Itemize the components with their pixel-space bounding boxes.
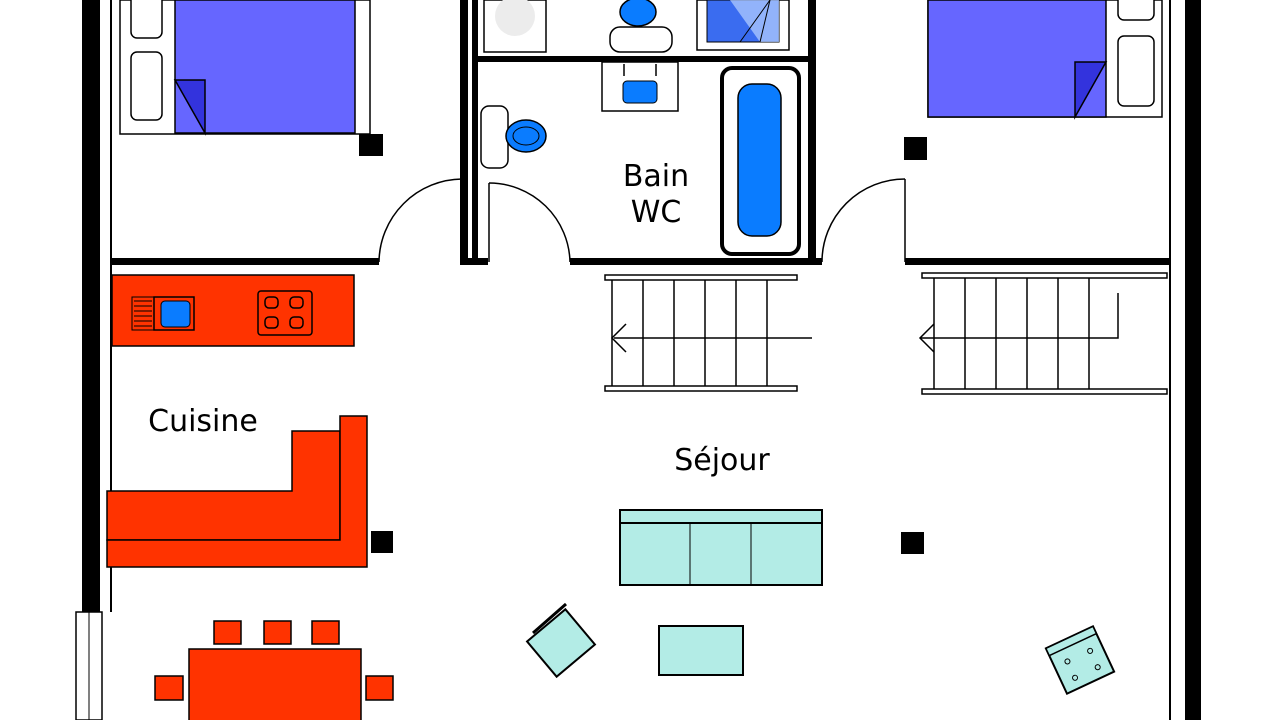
interior-walls (111, 0, 1170, 265)
column-marker-4 (901, 532, 924, 554)
stair-left-top-rail (604, 274, 798, 281)
bedroom2-south-wall (905, 258, 1170, 265)
armchair-right-back (1044, 625, 1098, 657)
cooktop-burner (264, 316, 279, 329)
bedroom1-south-wall (111, 258, 379, 265)
stair-right-arrow-line (921, 293, 1119, 339)
pillow-left-2 (130, 51, 163, 121)
armchair-right-detail (1064, 658, 1071, 665)
dining-chair (213, 620, 242, 645)
kitchen: Cuisine (106, 274, 393, 568)
bath-west-wall-inner (472, 0, 478, 265)
pillow-right-1 (1117, 0, 1155, 21)
bath-west-wall (460, 0, 468, 265)
armchair-right (1044, 625, 1116, 695)
sink-basin (622, 80, 658, 104)
cooktop-burner (264, 296, 279, 309)
shower-line-1 (739, 0, 771, 43)
living-label: Séjour (674, 443, 770, 478)
kitchen-sink-drainer (131, 296, 155, 331)
toilet-bowl-inner (512, 126, 540, 146)
living-room: Séjour (525, 443, 1116, 695)
bath-label-line2: WC (631, 195, 682, 230)
bath-east-wall (808, 0, 816, 265)
kitchen-island-front (106, 415, 368, 568)
cooktop-burner (289, 316, 304, 329)
dining-chair (154, 675, 184, 701)
shower-line-2 (759, 0, 771, 43)
kitchen-island-back (106, 430, 341, 541)
column-marker-1 (359, 134, 383, 156)
armchair-right-detail (1094, 664, 1101, 671)
bath-label-line1: Bain (623, 159, 689, 194)
dining-chair (263, 620, 292, 645)
bedroom-right (821, 0, 1163, 263)
door-swing-bedroom-right (821, 178, 906, 263)
toilet-upper-tank (609, 26, 673, 53)
armchair-right-detail (1072, 674, 1079, 681)
toilet-upper-bowl (619, 0, 657, 27)
bathroom: Bain WC (480, 0, 801, 263)
cooktop-burner (289, 296, 304, 309)
bath-south-wall-a (462, 258, 488, 265)
bathtub-inner (737, 83, 782, 237)
coffee-table (658, 625, 744, 676)
dining-table (188, 648, 362, 720)
sofa (619, 509, 823, 586)
column-marker-2 (904, 137, 927, 160)
duvet-fold-left (173, 79, 206, 136)
stair-left-bottom-rail (604, 385, 798, 392)
left-outer-wall (82, 0, 100, 612)
duvet-fold-right (1074, 61, 1108, 120)
door-swing-bedroom-left (378, 178, 463, 263)
dining-chair (365, 675, 394, 701)
bath-south-wall-b (570, 258, 822, 265)
stair-right-bottom-rail (921, 388, 1168, 395)
stair-left-arrow-head (610, 323, 627, 353)
door-swing-bathroom (488, 182, 571, 263)
armchair-left-back (532, 602, 567, 635)
stair-right-arrow-head (918, 323, 935, 353)
washing-machine-drum (495, 0, 535, 36)
pillow-right-2 (1117, 35, 1155, 107)
toilet-tank (480, 105, 509, 169)
bath-north-partition (478, 56, 808, 62)
armchair-left (525, 607, 597, 679)
staircase-right (918, 272, 1168, 395)
stair-right-top-rail (921, 272, 1168, 279)
bedroom-left (119, 0, 463, 263)
right-outer-wall (1185, 0, 1201, 720)
kitchen-label: Cuisine (148, 404, 258, 439)
exterior-walls (75, 0, 1201, 720)
pillow-left-1 (130, 0, 163, 39)
staircase-left (604, 274, 812, 392)
armchair-right-detail (1087, 647, 1094, 654)
column-marker-3 (371, 531, 393, 553)
dining-chair (311, 620, 340, 645)
dining-area (154, 620, 394, 720)
kitchen-sink-basin (160, 300, 191, 328)
